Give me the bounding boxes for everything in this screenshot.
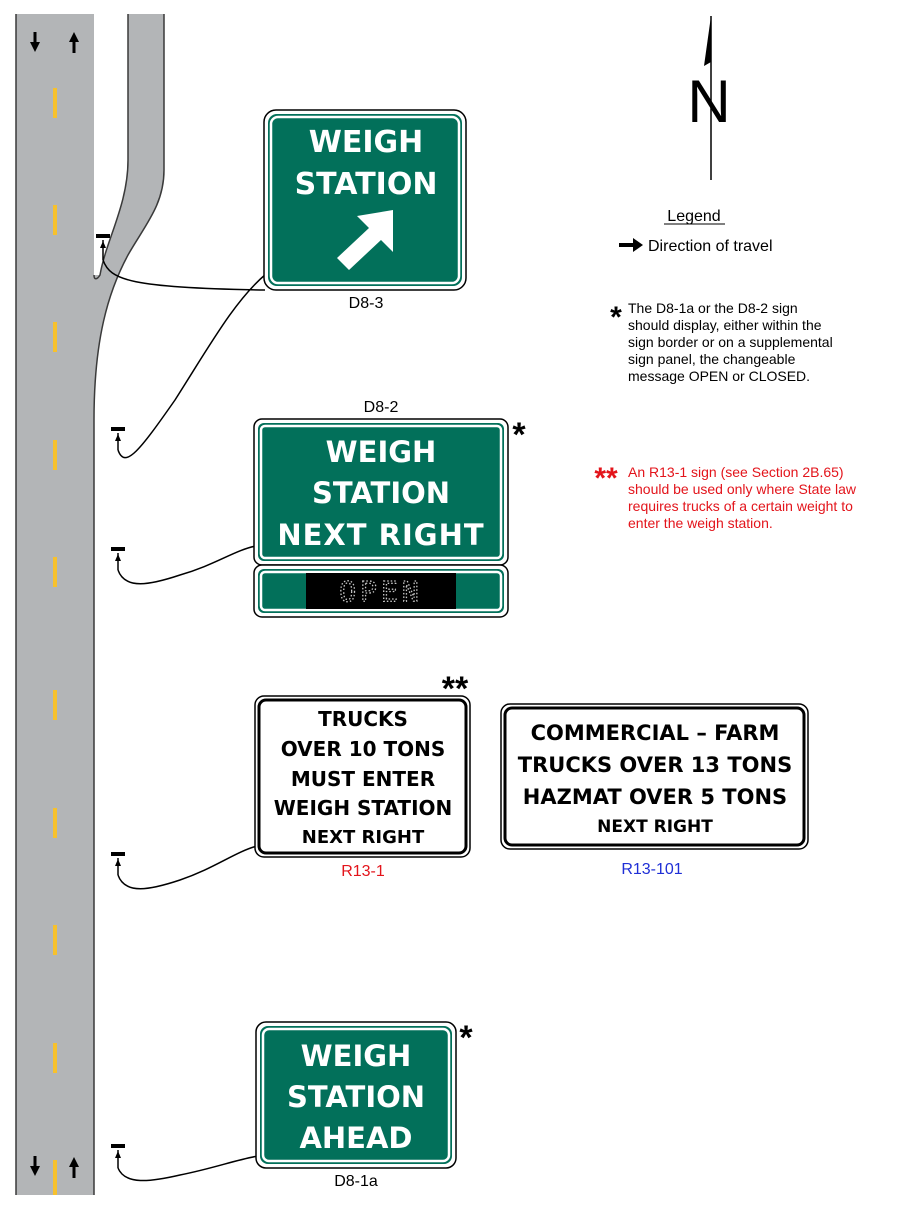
note-double-marker: **	[594, 462, 618, 495]
r13-1-line-2: OVER 10 TONS	[281, 737, 446, 761]
d8-3-code: D8-3	[349, 295, 384, 312]
center-line-dashes	[53, 88, 57, 1195]
d8-1a-line-1: WEIGH	[301, 1039, 412, 1073]
legend-title: Legend	[667, 208, 720, 225]
sign-post-d8-2-lower	[111, 545, 257, 585]
north-arrow-icon: N	[687, 16, 731, 180]
note-single-asterisk: * The D8-1a or the D8-2 sign should disp…	[610, 300, 833, 384]
ramp-right-edge	[93, 14, 165, 421]
led-message-display	[306, 573, 456, 609]
r13-101-line-1: COMMERCIAL – FARM	[531, 721, 780, 745]
note-single-marker: *	[610, 301, 622, 334]
panel-message-open: OPEN	[339, 575, 422, 608]
note-single-line-3: sign border or on a supplemental	[628, 334, 833, 350]
note-double-line-4: enter the weigh station.	[628, 515, 773, 531]
note-double-asterisk: ** An R13-1 sign (see Section 2B.65) sho…	[594, 462, 857, 531]
diagonal-up-right-arrow-icon	[337, 210, 393, 270]
d8-2-line-3: NEXT RIGHT	[277, 518, 484, 552]
d8-2-line-1: WEIGH	[326, 435, 437, 469]
sign-locations	[96, 234, 267, 1182]
main-highway	[16, 14, 94, 1195]
d8-2-line-2: STATION	[312, 476, 450, 510]
exit-ramp	[94, 14, 164, 420]
r13-101-line-2: TRUCKS OVER 13 TONS	[518, 753, 792, 777]
sign-post-r13-1	[111, 845, 258, 890]
note-single-line-2: should display, either within the	[628, 317, 822, 333]
note-single-line-5: message OPEN or CLOSED.	[628, 368, 810, 384]
note-double-line-3: requires trucks of a certain weight to	[628, 498, 853, 514]
sign-r13-101: COMMERCIAL – FARM TRUCKS OVER 13 TONS HA…	[500, 703, 809, 850]
sign-post-d8-3	[96, 234, 266, 291]
changeable-message-panel: OPEN	[253, 564, 509, 618]
r13-101-line-4: NEXT RIGHT	[597, 817, 713, 837]
note-single-line-1: The D8-1a or the D8-2 sign	[628, 300, 798, 316]
legend-direction-of-travel: Direction of travel	[648, 238, 773, 255]
direction-arrow-icon	[619, 238, 643, 252]
northbound-arrow-bottom	[69, 1157, 79, 1178]
d8-1a-code: D8-1a	[334, 1173, 378, 1190]
sign-post-d8-1a	[111, 1144, 259, 1182]
r13-101-code: R13-101	[621, 861, 682, 878]
d8-3-line-2: STATION	[295, 167, 438, 202]
d8-3-line-1: WEIGH	[309, 125, 423, 160]
note-single-line-4: sign panel, the changeable	[628, 351, 796, 367]
roadway	[15, 14, 165, 1195]
r13-1-line-1: TRUCKS	[318, 707, 408, 731]
sign-d8-2: WEIGH STATION NEXT RIGHT	[253, 418, 509, 566]
d8-1a-line-2: STATION	[287, 1080, 425, 1114]
north-label: N	[687, 68, 730, 135]
r13-1-line-5: NEXT RIGHT	[302, 827, 425, 848]
note-double-line-1: An R13-1 sign (see Section 2B.65)	[628, 464, 844, 480]
sign-d8-1a: WEIGH STATION AHEAD	[255, 1021, 457, 1169]
r13-101-line-3: HAZMAT OVER 5 TONS	[523, 785, 787, 809]
r13-1-line-4: WEIGH STATION	[274, 796, 453, 820]
sign-post-d8-2	[111, 273, 267, 459]
sign-d8-3: WEIGH STATION	[263, 109, 467, 291]
legend: Legend Direction of travel	[619, 208, 773, 255]
d8-1a-line-3: AHEAD	[299, 1121, 412, 1155]
note-double-line-2: should be used only where State law	[628, 481, 857, 497]
r13-1-code: R13-1	[341, 863, 385, 880]
r13-1-line-3: MUST ENTER	[291, 767, 435, 791]
northbound-arrow-top	[69, 32, 79, 53]
d8-2-asterisk: *	[512, 416, 526, 454]
d8-1a-asterisk: *	[459, 1019, 473, 1057]
southbound-arrow-top	[30, 32, 40, 52]
southbound-arrow-bottom	[30, 1156, 40, 1176]
sign-r13-1: TRUCKS OVER 10 TONS MUST ENTER WEIGH STA…	[254, 695, 471, 858]
d8-2-code: D8-2	[364, 399, 399, 416]
